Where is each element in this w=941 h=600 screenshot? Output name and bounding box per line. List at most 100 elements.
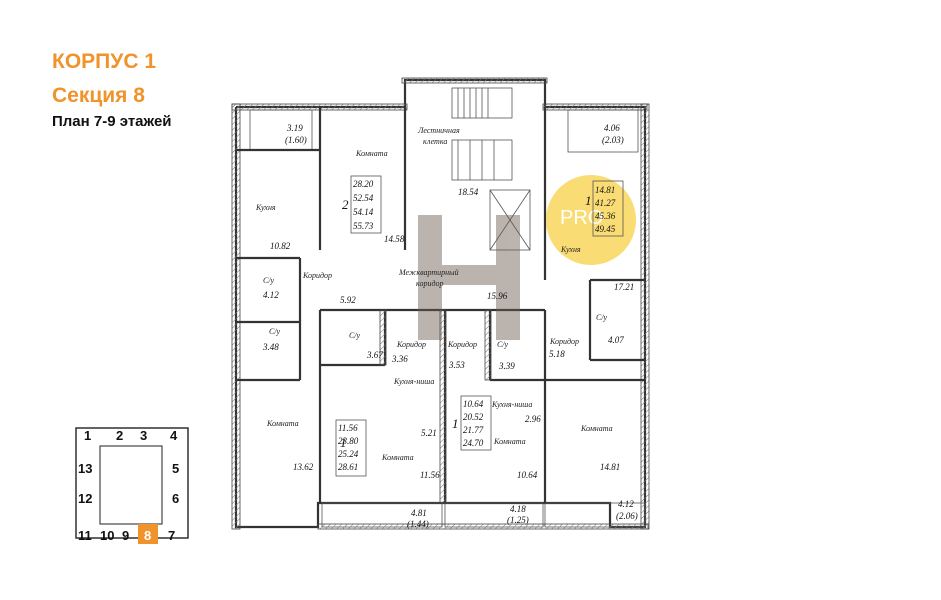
svg-text:4.81: 4.81 — [411, 508, 427, 518]
stair-label-2: клетка — [423, 137, 447, 146]
apartment-box-2room: 2 28.20 52.54 54.14 55.73 — [342, 175, 382, 234]
svg-text:45.36: 45.36 — [595, 211, 616, 221]
room-label-koridor-4: Коридор — [549, 337, 579, 346]
svg-text:3.48: 3.48 — [262, 342, 279, 352]
key-7: 7 — [168, 528, 175, 543]
svg-text:25.24: 25.24 — [338, 449, 359, 459]
stair-label-1: Лестничная — [417, 126, 460, 135]
section-key: 1 2 3 4 5 6 7 8 9 10 11 12 13 — [75, 427, 189, 544]
svg-text:(2.03): (2.03) — [602, 135, 624, 145]
svg-text:(1.44): (1.44) — [407, 519, 429, 529]
key-6: 6 — [172, 491, 179, 506]
svg-text:24.70: 24.70 — [463, 438, 484, 448]
building-title: КОРПУС 1 — [52, 50, 156, 73]
key-12: 12 — [78, 491, 92, 506]
svg-text:5.21: 5.21 — [421, 428, 437, 438]
svg-text:2: 2 — [342, 197, 349, 212]
plan-title: План 7-9 этажей — [52, 113, 172, 130]
room-label-kuhnya-2: Кухня — [560, 245, 581, 254]
svg-text:2.96: 2.96 — [525, 414, 541, 424]
room-label-koridor-2: Коридор — [396, 340, 426, 349]
svg-text:4.12: 4.12 — [263, 290, 279, 300]
mezh-label-2: коридор — [416, 279, 443, 288]
svg-text:3.36: 3.36 — [391, 354, 408, 364]
svg-text:1: 1 — [585, 193, 592, 208]
svg-text:20.52: 20.52 — [463, 412, 484, 422]
key-8-active: 8 — [144, 528, 151, 543]
room-label-komnata-2: Комната — [266, 419, 299, 428]
svg-text:28.61: 28.61 — [338, 462, 358, 472]
balconies — [249, 109, 649, 530]
svg-text:1: 1 — [452, 416, 459, 431]
svg-text:49.45: 49.45 — [595, 224, 616, 234]
svg-text:21.77: 21.77 — [463, 425, 484, 435]
svg-text:4.18: 4.18 — [510, 504, 526, 514]
svg-text:3.53: 3.53 — [448, 360, 465, 370]
svg-text:4.07: 4.07 — [608, 335, 624, 345]
svg-text:3.67: 3.67 — [366, 350, 383, 360]
key-1: 1 — [84, 428, 91, 443]
svg-text:55.73: 55.73 — [353, 221, 374, 231]
area-numbers: 3.19 (1.60) 10.82 14.58 18.54 4.12 5.92 … — [262, 123, 638, 529]
svg-text:17.21: 17.21 — [614, 282, 634, 292]
room-label-su-4: С/у — [497, 340, 509, 349]
svg-text:13.62: 13.62 — [293, 462, 314, 472]
apartment-box-1room-c1: 1 11.56 23.80 25.24 28.61 — [335, 419, 367, 477]
key-11: 11 — [78, 528, 92, 543]
svg-text:1: 1 — [340, 435, 347, 450]
room-label-kuhnya-1: Кухня — [255, 203, 276, 212]
stairwell — [451, 87, 531, 251]
room-label-su-2: С/у — [269, 327, 281, 336]
room-label-komnata-4: Комната — [493, 437, 526, 446]
svg-text:14.81: 14.81 — [600, 462, 620, 472]
svg-text:18.54: 18.54 — [458, 187, 479, 197]
svg-text:14.58: 14.58 — [384, 234, 405, 244]
room-label-su-3: С/у — [349, 331, 361, 340]
svg-text:(1.60): (1.60) — [285, 135, 307, 145]
apartment-box-1room-c2: 1 10.64 20.52 21.77 24.70 — [452, 395, 492, 451]
room-label-su-1: С/у — [263, 276, 275, 285]
section-title: Секция 8 — [52, 84, 145, 107]
svg-text:11.56: 11.56 — [338, 423, 358, 433]
watermark-text: PRO — [560, 207, 603, 229]
svg-text:10.82: 10.82 — [270, 241, 291, 251]
svg-text:(2.06): (2.06) — [616, 511, 638, 521]
svg-text:5.18: 5.18 — [549, 349, 565, 359]
key-5: 5 — [172, 461, 179, 476]
key-10: 10 — [100, 528, 114, 543]
svg-text:4.06: 4.06 — [604, 123, 620, 133]
room-label-koridor-1: Коридор — [302, 271, 332, 280]
svg-text:15.96: 15.96 — [487, 291, 508, 301]
svg-text:41.27: 41.27 — [595, 198, 616, 208]
svg-text:(1.25): (1.25) — [507, 515, 529, 525]
room-label-kn-2: Кухня-ниша — [491, 400, 532, 409]
key-9: 9 — [122, 528, 129, 543]
internal-walls — [236, 107, 645, 504]
mezh-label-1: Межквартирный — [398, 268, 459, 277]
svg-text:52.54: 52.54 — [353, 193, 374, 203]
key-3: 3 — [140, 428, 147, 443]
key-4: 4 — [170, 428, 178, 443]
watermark-logo — [418, 215, 520, 340]
svg-text:4.12: 4.12 — [618, 499, 634, 509]
svg-text:11.56: 11.56 — [420, 470, 440, 480]
svg-text:28.20: 28.20 — [353, 179, 374, 189]
key-13: 13 — [78, 461, 92, 476]
apartment-box-1room-right: 1 14.81 41.27 45.36 49.45 — [585, 180, 624, 237]
svg-text:3.19: 3.19 — [286, 123, 303, 133]
svg-text:54.14: 54.14 — [353, 207, 374, 217]
svg-text:3.39: 3.39 — [498, 361, 515, 371]
svg-text:14.81: 14.81 — [595, 185, 615, 195]
svg-text:10.64: 10.64 — [463, 399, 484, 409]
room-label-su-5: С/у — [596, 313, 608, 322]
room-label-komnata-1: Комната — [355, 149, 388, 158]
room-label-koridor-3: Коридор — [447, 340, 477, 349]
room-label-kn-1: Кухня-ниша — [393, 377, 434, 386]
svg-text:10.64: 10.64 — [517, 470, 538, 480]
svg-text:5.92: 5.92 — [340, 295, 356, 305]
room-label-komnata-3: Комната — [381, 453, 414, 462]
svg-text:23.80: 23.80 — [338, 436, 359, 446]
room-label-komnata-5: Комната — [580, 424, 613, 433]
pro-highlight — [546, 175, 636, 265]
